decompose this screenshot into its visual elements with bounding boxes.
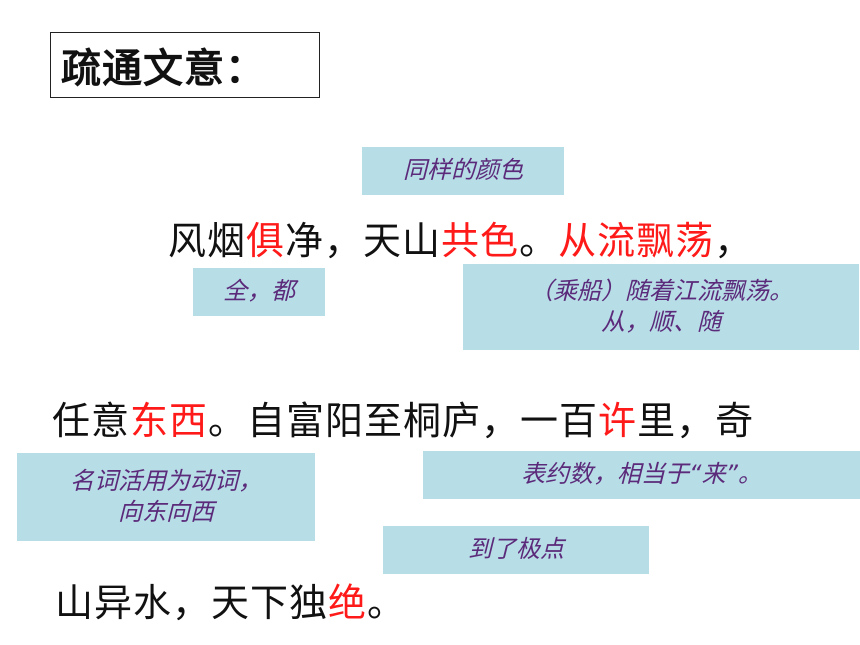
highlighted-word-congliu: 从流飘荡 [558,219,715,263]
highlighted-word-xu: 许 [598,399,638,443]
note-xu: 表约数，相当于“来”。 [423,451,860,499]
note-text: 同样的颜色 [403,156,523,185]
text-segment: 里，奇 [637,399,755,443]
text-segment: 任意 [52,399,131,443]
note-jue: 到了极点 [383,526,649,574]
note-text: 全，都 [223,277,295,306]
text-segment: 净，天山 [285,219,442,263]
note-ju: 全，都 [193,268,325,316]
note-text: 到了极点 [468,535,564,564]
note-text-line: 名词活用为动词， [70,466,262,495]
page-title: 疏通文意： [50,32,320,98]
note-text-line: 从，顺、随 [601,308,721,336]
text-segment: 。自富阳至桐庐，一百 [208,399,599,443]
note-text-line: 向东向西 [118,498,214,526]
text-line-1: 风烟俱净，天山共色。从流飘荡， [168,210,753,265]
text-segment: 山异水，天下独 [55,581,329,625]
text-line-2: 任意东西。自富阳至桐庐，一百许里，奇 [52,390,754,445]
text-segment: 。 [519,219,559,263]
text-segment: 。 [367,581,407,625]
note-text-line: （乘船）随着江流飘荡。 [529,276,793,305]
text-line-3: 山异水，天下独绝。 [55,572,406,627]
highlighted-word-jue: 绝 [328,581,368,625]
highlighted-word-gongse: 共色 [441,219,520,263]
text-segment: 风烟 [168,219,247,263]
note-text: 表约数，相当于“来”。 [521,460,762,489]
highlighted-word-dongxi: 东西 [130,399,209,443]
note-tong-se: 同样的颜色 [362,147,564,195]
note-cong: （乘船）随着江流飘荡。 从，顺、随 [463,264,859,350]
highlighted-word-ju: 俱 [246,219,286,263]
text-segment: ， [714,219,754,263]
note-dongxi: 名词活用为动词， 向东向西 [17,453,315,541]
